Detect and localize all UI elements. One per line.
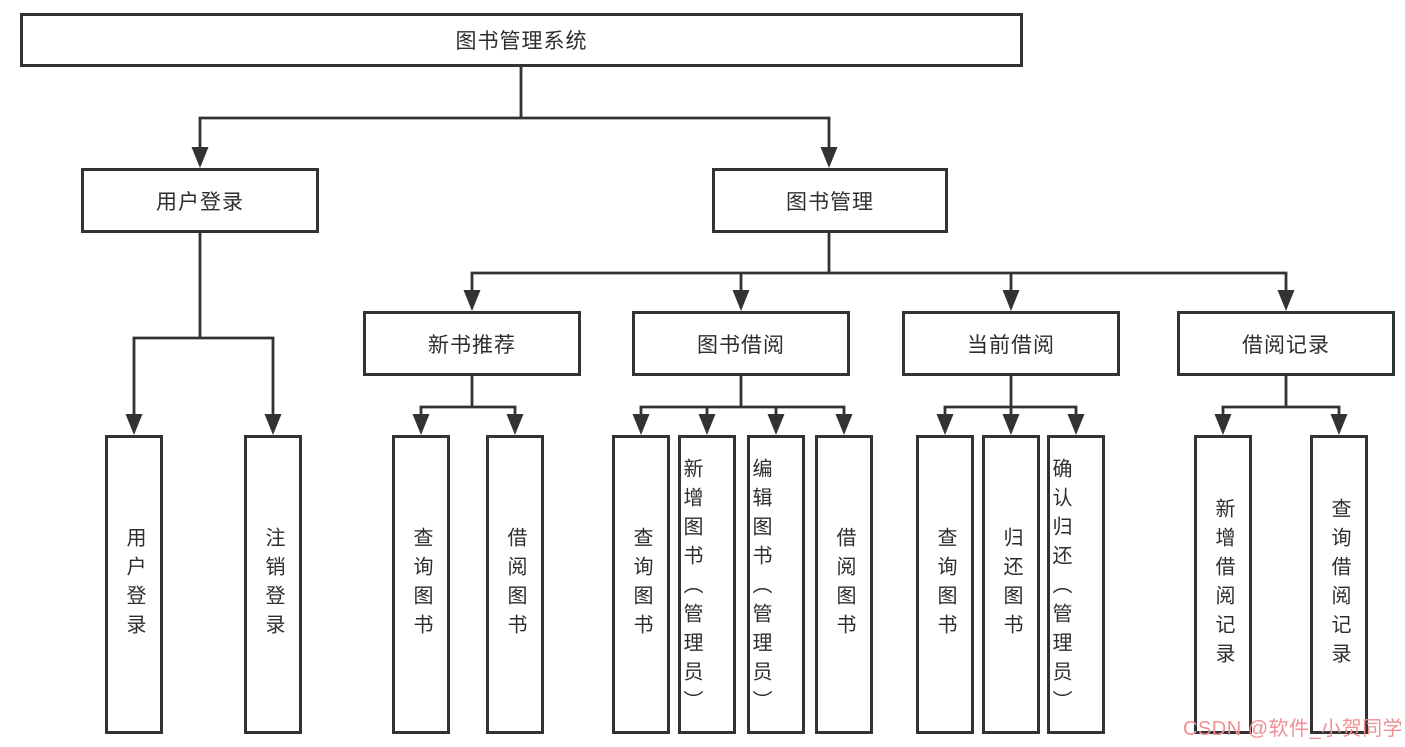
node-label: 确认归还（管理员） — [1049, 457, 1071, 719]
node-leaf-recommend-query-books: 查询图书 — [392, 435, 450, 734]
arrowhead-icon — [1277, 290, 1295, 311]
arrowhead-icon — [412, 414, 430, 435]
arrowhead-icon — [1002, 290, 1020, 311]
arrowhead-icon — [1002, 414, 1020, 435]
node-label: 编辑图书（管理员） — [749, 457, 771, 719]
node-book-borrowing: 图书借阅 — [632, 311, 850, 376]
arrowhead-icon — [463, 290, 481, 311]
node-leaf-add-books-admin: 新增图书（管理员） — [678, 435, 736, 734]
arrowhead-icon — [767, 414, 785, 435]
node-leaf-return-books: 归还图书 — [982, 435, 1040, 734]
node-user-login: 用户登录 — [81, 168, 319, 233]
node-label: 图书管理 — [786, 190, 874, 214]
node-label: 注销登录 — [262, 526, 284, 643]
arrowhead-icon — [820, 147, 838, 168]
arrowhead-icon — [1214, 414, 1232, 435]
node-label: 借阅图书 — [833, 526, 855, 643]
node-new-book-recommendation: 新书推荐 — [363, 311, 581, 376]
arrowhead-icon — [506, 414, 524, 435]
node-label: 用户登录 — [123, 526, 145, 643]
node-label: 借阅记录 — [1242, 333, 1330, 357]
node-label: 新增借阅记录 — [1212, 497, 1234, 672]
node-label: 图书管理系统 — [455, 30, 588, 53]
node-borrowing-records: 借阅记录 — [1177, 311, 1395, 376]
node-label: 查询图书 — [410, 526, 432, 643]
node-label: 归还图书 — [1000, 526, 1022, 643]
node-leaf-user-login: 用户登录 — [105, 435, 163, 734]
arrowhead-icon — [835, 414, 853, 435]
node-label: 借阅图书 — [504, 526, 526, 643]
arrowhead-icon — [698, 414, 716, 435]
node-label: 当前借阅 — [967, 333, 1055, 357]
node-label: 查询借阅记录 — [1328, 497, 1350, 672]
node-label: 查询图书 — [934, 526, 956, 643]
arrowhead-icon — [264, 414, 282, 435]
node-leaf-query-borrow-record: 查询借阅记录 — [1310, 435, 1368, 734]
arrowhead-icon — [936, 414, 954, 435]
node-library-management-system: 图书管理系统 — [20, 13, 1023, 67]
node-leaf-logout: 注销登录 — [244, 435, 302, 734]
node-label: 新书推荐 — [428, 333, 516, 357]
node-current-borrowing: 当前借阅 — [902, 311, 1120, 376]
node-leaf-add-borrow-record: 新增借阅记录 — [1194, 435, 1252, 734]
node-leaf-current-query-books: 查询图书 — [916, 435, 974, 734]
node-leaf-edit-books-admin: 编辑图书（管理员） — [747, 435, 805, 734]
node-book-management: 图书管理 — [712, 168, 948, 233]
node-label: 用户登录 — [156, 190, 244, 214]
arrowhead-icon — [191, 147, 209, 168]
node-leaf-recommend-borrow-books: 借阅图书 — [486, 435, 544, 734]
node-label: 图书借阅 — [697, 333, 785, 357]
arrowhead-icon — [732, 290, 750, 311]
node-label: 查询图书 — [630, 526, 652, 643]
node-leaf-borrow-books: 借阅图书 — [815, 435, 873, 734]
node-label: 新增图书（管理员） — [680, 457, 702, 719]
arrowhead-icon — [1067, 414, 1085, 435]
arrowhead-icon — [1330, 414, 1348, 435]
watermark: CSDN @软件_小贺同学 — [1183, 718, 1404, 740]
arrowhead-icon — [632, 414, 650, 435]
node-leaf-confirm-return-admin: 确认归还（管理员） — [1047, 435, 1105, 734]
arrowhead-icon — [125, 414, 143, 435]
node-leaf-borrowing-query-books: 查询图书 — [612, 435, 670, 734]
